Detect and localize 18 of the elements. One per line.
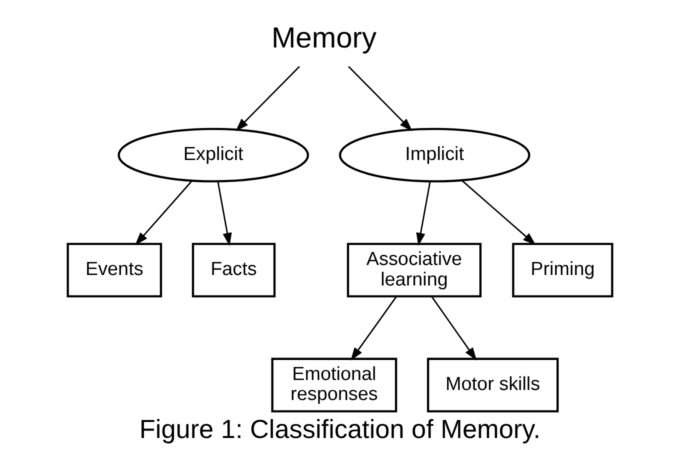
node-text: Memory: [270, 22, 376, 54]
arrow: [216, 181, 232, 246]
node-box: Motor skills: [426, 358, 558, 412]
arrow: [348, 66, 412, 132]
node-box: Emotional responses: [270, 358, 397, 412]
arrow: [235, 66, 300, 132]
node-box: Associative learning: [346, 242, 482, 298]
arrow: [134, 180, 192, 246]
node-ellipse: Explicit: [117, 128, 309, 182]
arrow: [460, 180, 536, 246]
caption: Figure 1: Classification of Memory.: [138, 414, 540, 444]
arrow: [430, 296, 476, 361]
node-ellipse: Implicit: [338, 128, 530, 182]
node-box: Facts: [191, 242, 276, 298]
arrow: [416, 181, 430, 246]
node-box: Events: [66, 242, 162, 298]
node-box: Priming: [512, 242, 613, 298]
arrow: [350, 296, 397, 361]
